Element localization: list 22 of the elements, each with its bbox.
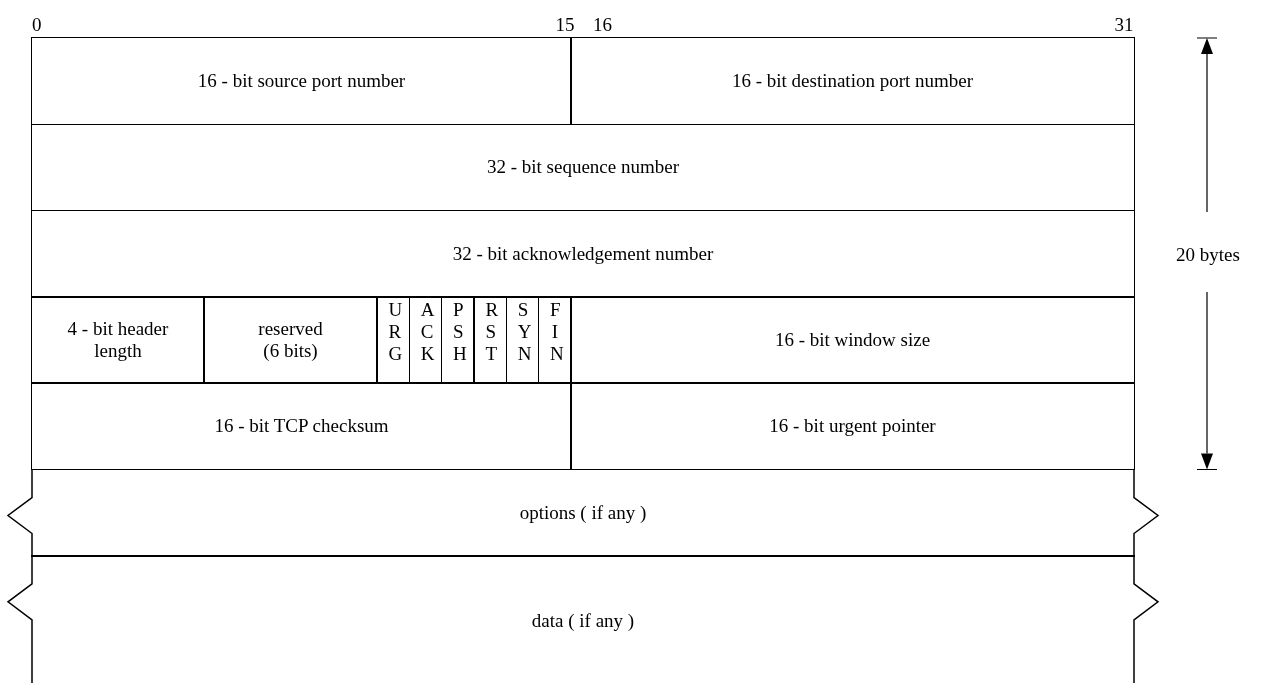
header-field: options ( if any ) [31,468,1135,557]
header-field: 16 - bit destination port number [570,37,1135,126]
header-field: 4 - bit header length [31,296,205,384]
header-field: 32 - bit acknowledgement number [31,209,1135,298]
header-field: 16 - bit urgent pointer [570,382,1135,471]
flag-field: RST [473,296,508,384]
header-field: 32 - bit sequence number [31,123,1135,212]
flag-field: SYN [505,296,540,384]
flag-field: PSH [440,296,475,384]
header-field: 16 - bit window size [570,296,1135,384]
header-field: reserved (6 bits) [203,296,378,384]
header-field: data ( if any ) [31,555,1135,683]
bit-number: 16 [593,14,612,36]
header-field: 16 - bit source port number [31,37,572,126]
bit-number: 31 [1114,14,1134,36]
flag-field: FIN [537,296,572,384]
flag-field: URG [376,296,411,384]
bit-number: 0 [32,14,42,36]
header-field: 16 - bit TCP checksum [31,382,572,471]
flag-field: ACK [408,296,443,384]
dimension-label: 20 bytes [1176,244,1240,266]
bit-number: 15 [555,14,575,36]
